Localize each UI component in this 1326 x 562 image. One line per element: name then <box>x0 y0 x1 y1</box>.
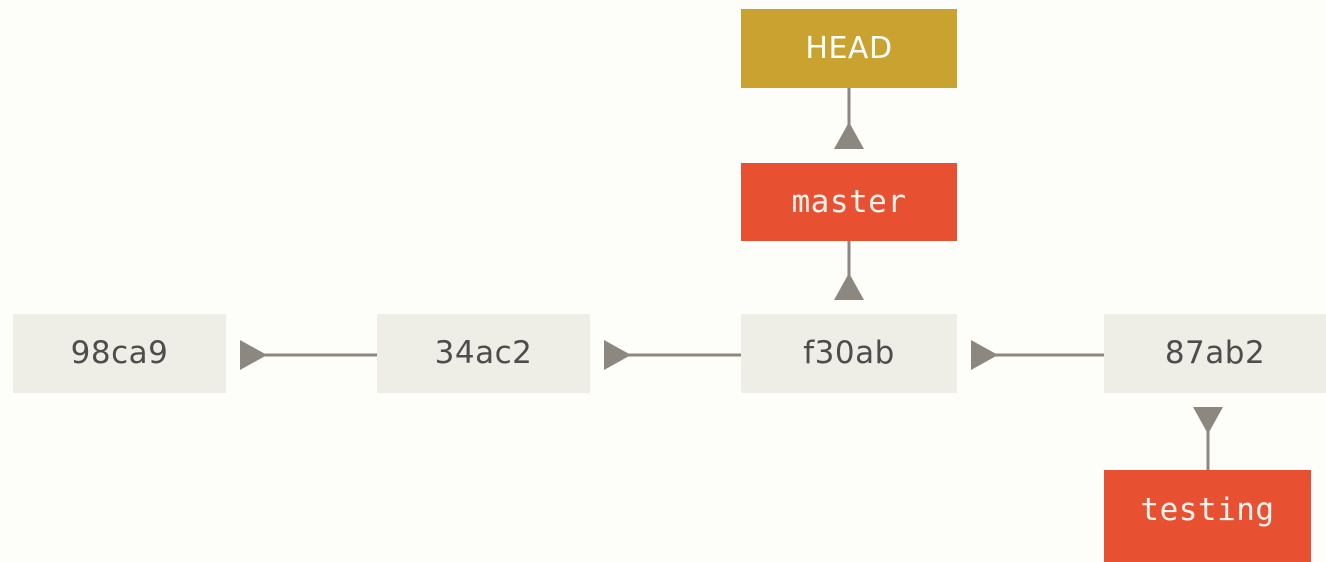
node-commit-34ac2[interactable]: 34ac2 <box>377 314 590 393</box>
node-branch-testing[interactable]: testing <box>1104 470 1311 562</box>
node-head-label: HEAD <box>805 30 893 66</box>
node-commit-98ca9-label: 98ca9 <box>70 335 169 371</box>
node-commit-98ca9[interactable]: 98ca9 <box>13 314 226 393</box>
node-branch-testing-label: testing <box>1140 491 1275 528</box>
node-branch-master-label: master <box>791 183 907 220</box>
node-commit-34ac2-label: 34ac2 <box>434 335 533 371</box>
node-commit-f30ab-label: f30ab <box>803 335 895 371</box>
node-commit-87ab2-label: 87ab2 <box>1164 335 1266 371</box>
node-commit-f30ab[interactable]: f30ab <box>741 314 957 393</box>
node-commit-87ab2[interactable]: 87ab2 <box>1104 314 1326 393</box>
node-head[interactable]: HEAD <box>741 9 957 88</box>
node-branch-master[interactable]: master <box>741 163 957 241</box>
